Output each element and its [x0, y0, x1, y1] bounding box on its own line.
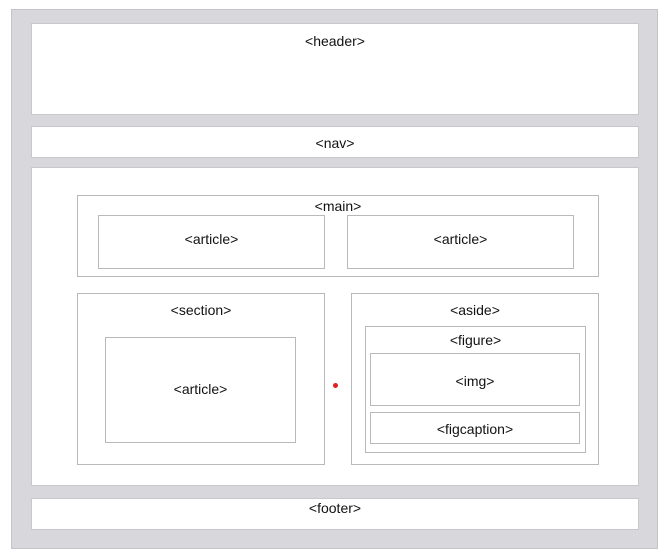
header-box: <header> [31, 23, 639, 115]
section-article-label: <article> [173, 381, 228, 397]
figure-label: <figure> [449, 332, 502, 348]
footer-label: <footer> [308, 500, 362, 516]
header-label: <header> [305, 33, 365, 49]
main-label: <main> [314, 198, 362, 214]
figcaption-box: <figcaption> [370, 412, 580, 444]
nav-box: <nav> [31, 126, 639, 158]
main-article-left-box: <article> [98, 215, 325, 269]
figcaption-label: <figcaption> [436, 421, 514, 437]
main-article-right-label: <article> [433, 231, 488, 247]
img-label: <img> [455, 373, 495, 389]
section-label: <section> [170, 302, 232, 318]
section-article-box: <article> [105, 337, 296, 443]
marker-dot [333, 383, 338, 388]
main-article-left-label: <article> [184, 231, 239, 247]
aside-label: <aside> [450, 302, 500, 318]
footer-box: <footer> [31, 498, 639, 530]
nav-label: <nav> [315, 135, 355, 151]
img-box: <img> [370, 353, 580, 406]
main-article-right-box: <article> [347, 215, 574, 269]
